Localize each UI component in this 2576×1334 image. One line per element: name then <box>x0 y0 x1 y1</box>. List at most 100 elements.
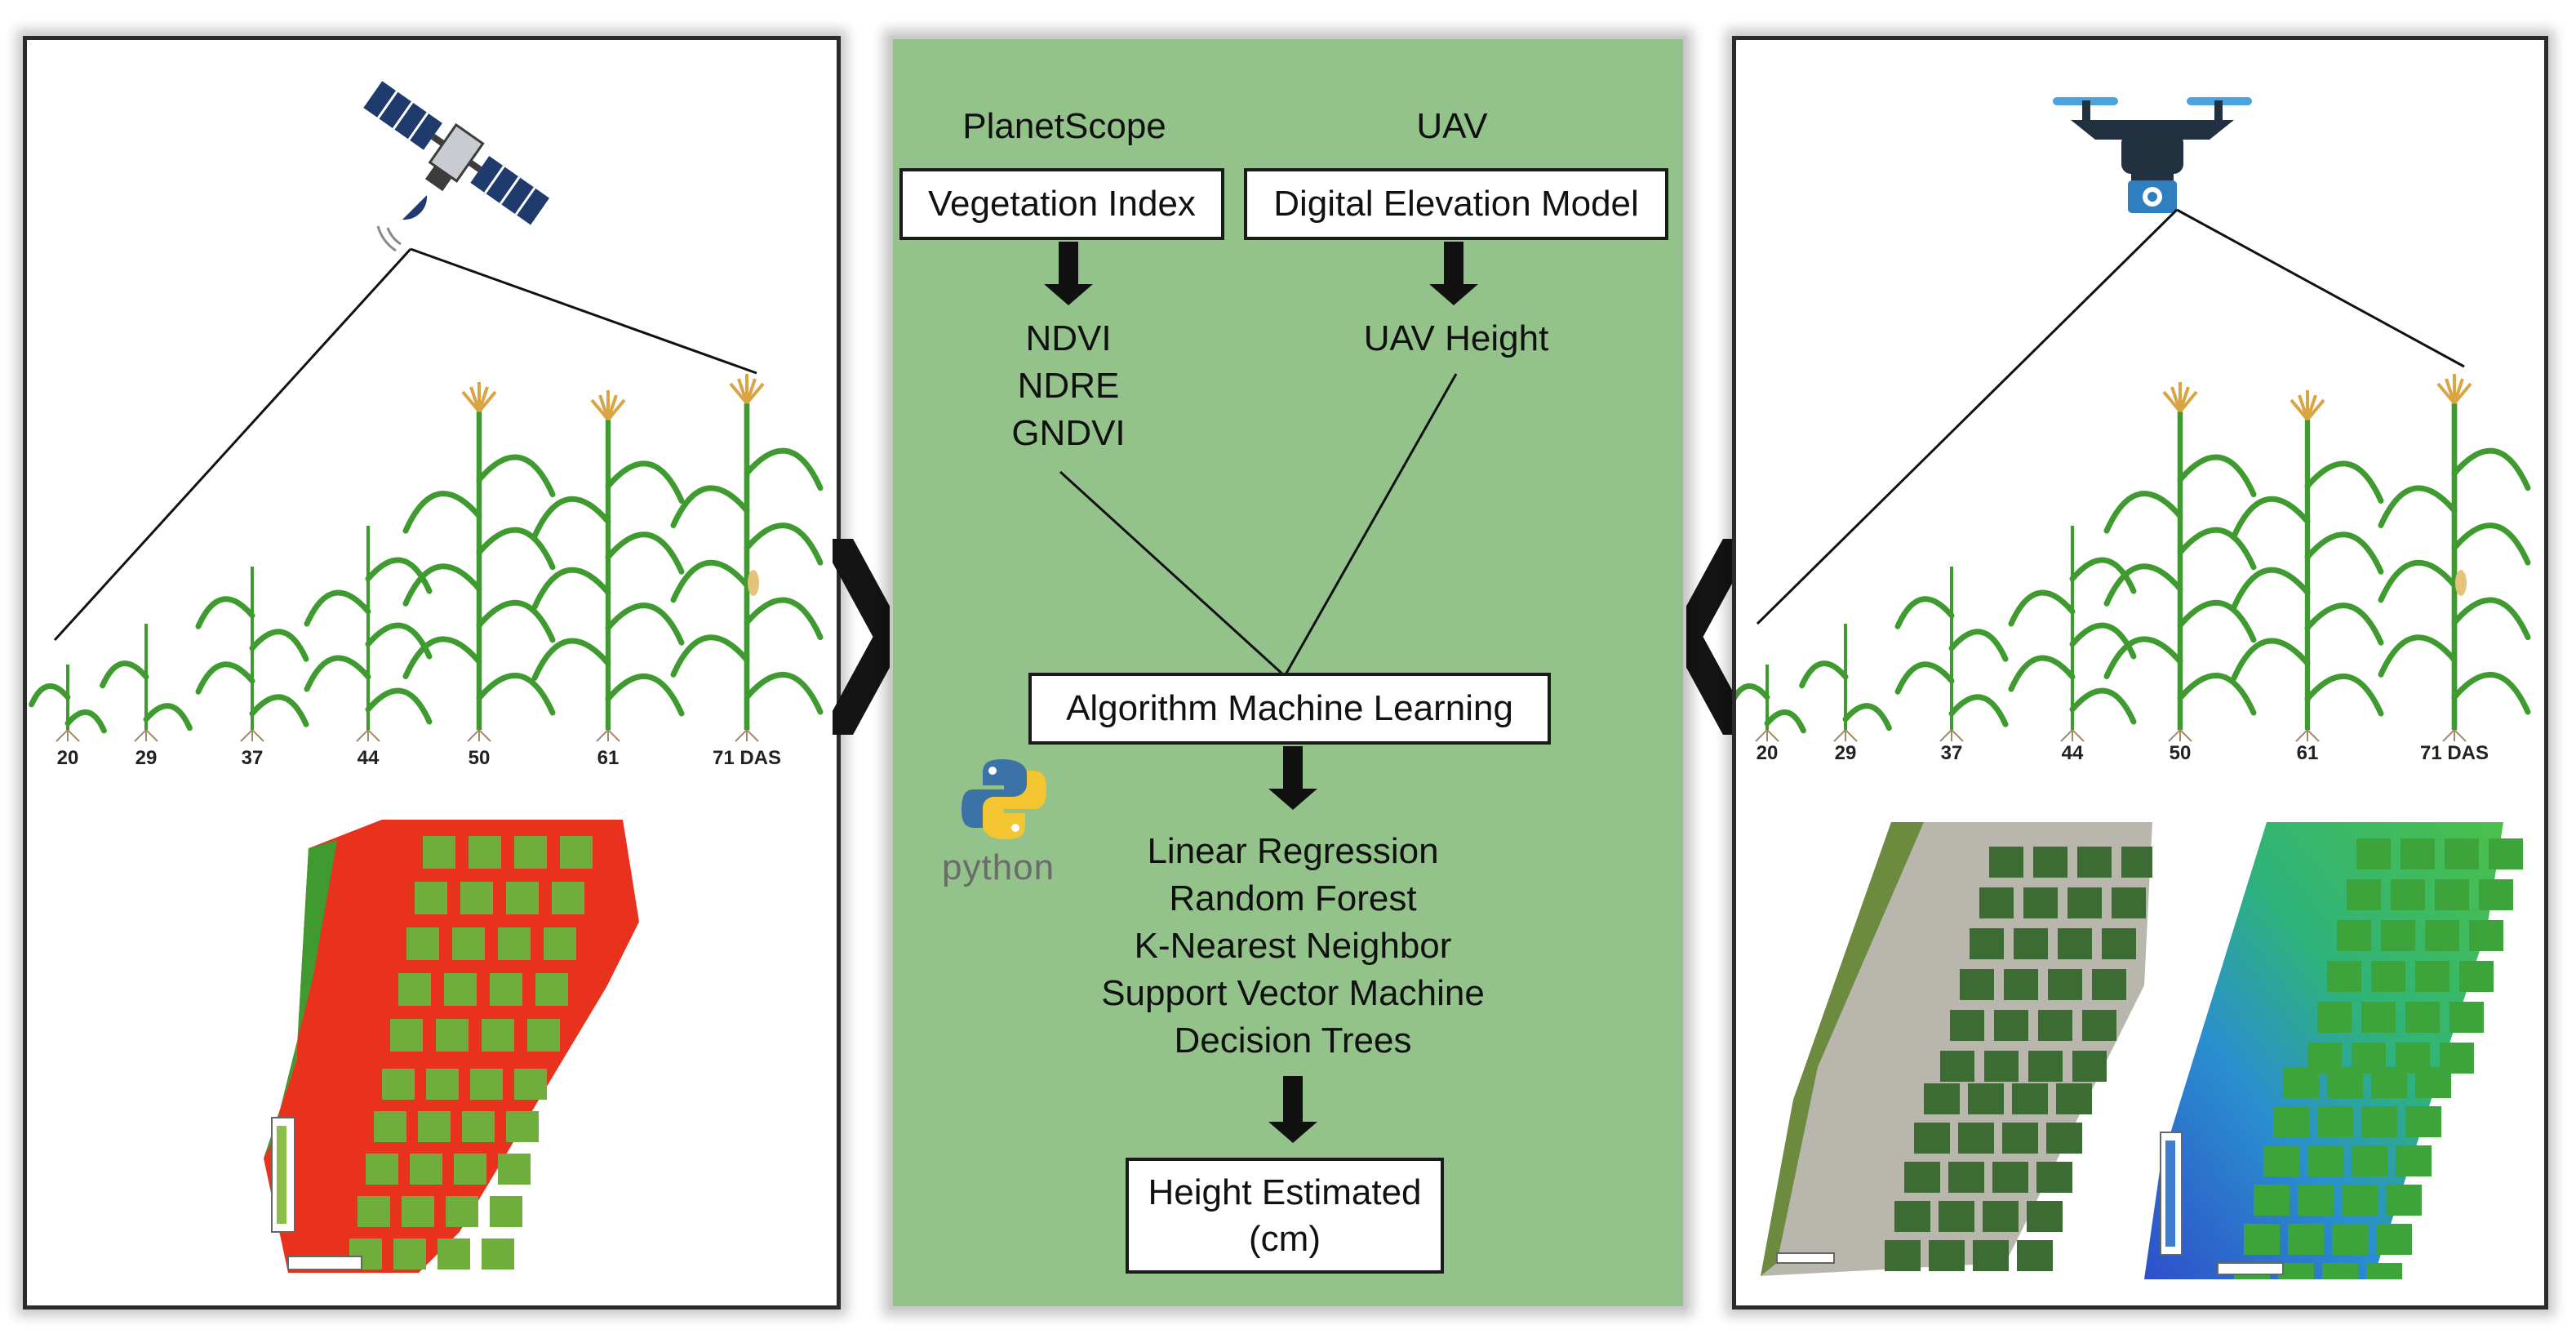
chevron-left-icon <box>1678 539 1743 735</box>
field-plot <box>2278 1263 2314 1279</box>
vegetation-indices-list: NDVI NDRE GNDVI <box>966 315 1170 457</box>
field-plot <box>398 973 431 1006</box>
source-planetscope-label: PlanetScope <box>962 106 1166 146</box>
field-plot <box>2479 879 2513 910</box>
field-plot <box>1948 1162 1984 1193</box>
field-plot <box>1894 1201 1930 1232</box>
uav-dem-map <box>2144 822 2523 1279</box>
field-plot <box>2273 1106 2309 1137</box>
field-plot <box>1970 928 2004 959</box>
field-plot <box>2342 1185 2378 1216</box>
field-plot <box>506 1111 539 1142</box>
field-plot <box>1960 969 1994 1000</box>
field-plot <box>2033 847 2067 878</box>
field-plot <box>2459 961 2494 992</box>
field-plot <box>527 1019 560 1052</box>
field-plot <box>2361 1002 2396 1033</box>
chevron-right-icon <box>833 539 898 735</box>
field-plot <box>1958 1123 1994 1154</box>
field-plot <box>482 1019 514 1052</box>
maize-plant-stage-3 <box>1894 567 2009 742</box>
field-plot <box>406 927 439 960</box>
planetscope-ndvi-map <box>264 820 639 1273</box>
maize-plant-stage-6 <box>2231 390 2384 742</box>
field-plot <box>382 1069 415 1100</box>
field-plot <box>2337 920 2371 951</box>
algorithm-label-2: Random Forest <box>1169 878 1417 918</box>
field-plot <box>436 1019 469 1052</box>
field-plot <box>2327 1067 2363 1098</box>
right-das-label-4: 44 <box>2061 742 2084 764</box>
field-plot <box>498 1154 531 1185</box>
field-plot <box>393 1238 426 1270</box>
field-plot <box>410 1154 442 1185</box>
field-plot <box>2386 1185 2422 1216</box>
index-label-3: GNDVI <box>1011 413 1126 453</box>
field-plot <box>2046 1123 2082 1154</box>
field-plot <box>2244 1224 2280 1255</box>
field-plot <box>514 836 547 869</box>
field-plot <box>444 973 477 1006</box>
field-plot <box>374 1111 406 1142</box>
field-plot <box>560 836 593 869</box>
field-plot <box>2017 1240 2053 1271</box>
field-plot <box>552 882 584 914</box>
field-plot <box>2405 1002 2440 1033</box>
right-das-label-6: 61 <box>2296 742 2319 764</box>
field-plot <box>2396 1145 2432 1176</box>
field-plot <box>2056 1083 2092 1114</box>
uav-rgb-orthomosaic <box>1761 822 2152 1276</box>
field-plot <box>418 1111 451 1142</box>
field-plot <box>2023 887 2058 918</box>
field-plot <box>1950 1010 1984 1041</box>
output-line-2: (cm) <box>1249 1219 1321 1259</box>
field-plot <box>446 1196 478 1227</box>
field-plot <box>358 1196 390 1227</box>
field-plot <box>1940 1051 1974 1082</box>
maize-plant-stage-7 <box>2378 374 2531 742</box>
field-plot <box>535 973 568 1006</box>
field-plot <box>1994 1010 2028 1041</box>
maize-plant-stage-1 <box>29 665 107 742</box>
field-plot <box>1929 1240 1965 1271</box>
field-plot <box>2391 879 2425 910</box>
field-plot <box>2121 847 2152 878</box>
field-plot <box>1939 1201 1974 1232</box>
field-plot <box>2449 1002 2484 1033</box>
left-das-label-5: 50 <box>468 747 491 769</box>
algorithm-label-5: Decision Trees <box>1174 1021 1412 1061</box>
field-plot <box>470 1069 503 1100</box>
field-plot <box>2381 920 2415 951</box>
output-line-1: Height Estimated <box>1148 1172 1422 1212</box>
field-plot <box>1973 1240 2009 1271</box>
field-plot <box>2072 1051 2107 1082</box>
field-plot <box>366 1154 398 1185</box>
field-plot <box>2371 1067 2407 1098</box>
field-plot <box>2445 838 2479 869</box>
field-plot <box>2489 838 2523 869</box>
index-label-1: NDVI <box>1025 318 1112 358</box>
field-plot <box>2415 1067 2451 1098</box>
maize-plant-stage-2 <box>100 624 193 742</box>
field-plot <box>1914 1123 1950 1154</box>
field-plot <box>2012 1083 2048 1114</box>
left-das-label-6: 61 <box>597 747 620 769</box>
left-das-label-4: 44 <box>357 747 380 769</box>
field-plot <box>2036 1162 2072 1193</box>
field-plot <box>1992 1162 2028 1193</box>
field-plot <box>452 927 485 960</box>
field-plot <box>498 927 531 960</box>
field-plot <box>462 1111 495 1142</box>
maize-plant-stage-3 <box>195 567 309 742</box>
field-plot <box>2102 928 2136 959</box>
left-das-label-1: 20 <box>56 747 79 769</box>
workflow-connectors <box>1044 242 1478 1143</box>
field-plot <box>2077 847 2112 878</box>
field-plot <box>544 927 576 960</box>
field-plot <box>2469 920 2503 951</box>
index-label-2: NDRE <box>1017 366 1120 406</box>
field-plot <box>426 1069 459 1100</box>
field-plot <box>2027 1201 2063 1232</box>
